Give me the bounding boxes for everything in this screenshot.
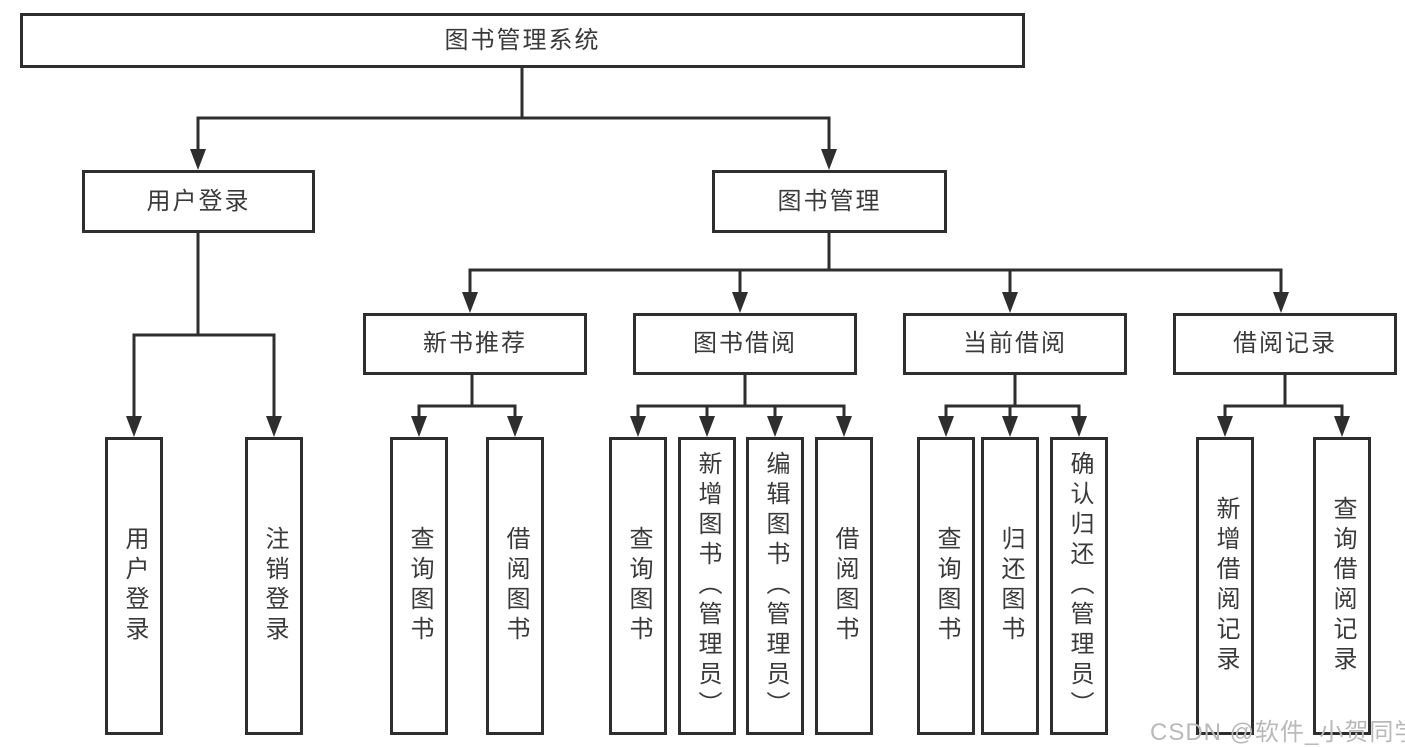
leaf-query-books-recommend: 查询图书 [390,437,448,735]
node-label: 借阅图书 [831,526,858,646]
leaf-add-borrow-record: 新增借阅记录 [1196,437,1254,735]
node-label: 新增借阅记录 [1212,496,1239,676]
leaf-query-books-current: 查询图书 [917,437,975,735]
leaf-edit-book-admin: 编辑图书（管理员） [746,437,804,735]
node-label: 新增图书（管理员） [694,451,721,721]
leaf-logout: 注销登录 [245,437,303,735]
leaf-borrow-books: 借阅图书 [815,437,873,735]
leaf-add-book-admin: 新增图书（管理员） [678,437,736,735]
node-label: 归还图书 [997,526,1024,646]
node-label: 用户登录 [121,526,148,646]
node-label: 查询图书 [625,526,652,646]
node-label: 查询借阅记录 [1329,496,1356,676]
node-book-management: 图书管理 [712,170,947,233]
node-current-borrow: 当前借阅 [903,313,1127,375]
node-label: 图书借阅 [693,330,797,357]
node-user-login: 用户登录 [82,170,315,233]
node-label: 借阅记录 [1233,330,1337,357]
leaf-confirm-return-admin: 确认归还（管理员） [1050,437,1108,735]
node-label: 查询图书 [933,526,960,646]
node-label: 确认归还（管理员） [1066,451,1093,721]
node-label: 注销登录 [261,526,288,646]
node-new-book-recommend: 新书推荐 [363,313,587,375]
leaf-query-books-borrow: 查询图书 [609,437,667,735]
node-label: 借阅图书 [502,526,529,646]
node-label: 图书管理系统 [444,26,601,54]
node-label: 编辑图书（管理员） [762,451,789,721]
node-root-system: 图书管理系统 [20,13,1025,68]
leaf-borrow-books-recommend: 借阅图书 [486,437,544,735]
node-label: 用户登录 [146,187,251,215]
node-label: 图书管理 [777,187,882,215]
csdn-watermark: CSDN @软件_小贺同学 [1150,719,1405,746]
leaf-query-borrow-record: 查询借阅记录 [1313,437,1371,735]
node-label: 新书推荐 [423,330,527,357]
node-borrow-records: 借阅记录 [1173,313,1397,375]
node-label: 当前借阅 [963,330,1067,357]
leaf-user-login: 用户登录 [105,437,163,735]
node-book-borrow: 图书借阅 [633,313,857,375]
node-label: 查询图书 [406,526,433,646]
leaf-return-book: 归还图书 [981,437,1039,735]
